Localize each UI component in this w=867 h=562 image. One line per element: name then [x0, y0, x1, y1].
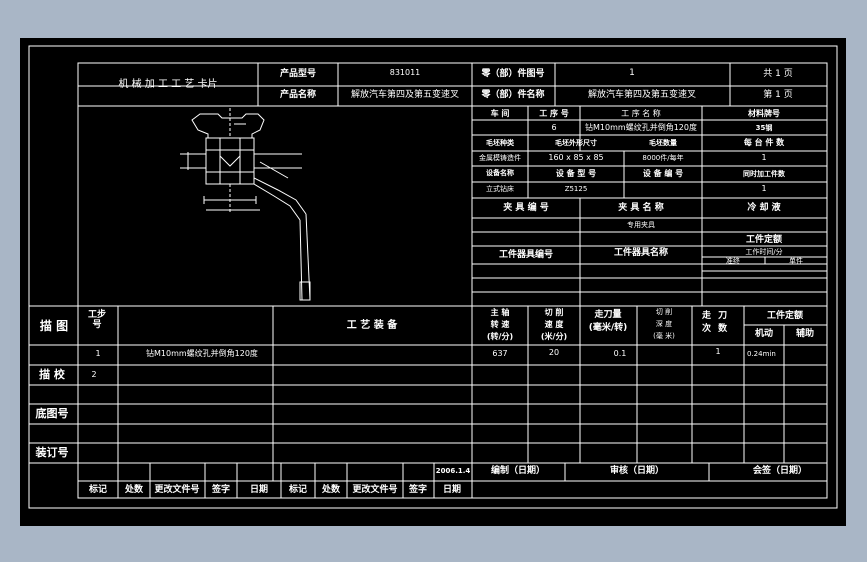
process-name-value: 钻M10mm螺纹孔并倒角120度: [585, 123, 697, 132]
tool-name-label: 工件器具名称: [613, 248, 669, 258]
step-1-feed: 0.1: [613, 349, 627, 358]
step-1-speed: 637: [492, 349, 508, 358]
workshop-label: 车 间: [490, 109, 510, 118]
material-label: 材料牌号: [748, 109, 780, 118]
countersign-label: 会签（日期）: [752, 466, 808, 476]
blank-size-value: 160 x 85 x 85: [548, 153, 604, 162]
aux-time-label: 辅助: [795, 329, 815, 339]
drawing-sheet: 机 械 加 工 工 艺 卡片 产品型号 831011 产品名称 解放汽车第四及第…: [20, 38, 846, 526]
step-1-no: 1: [95, 349, 101, 358]
process-no-value: 6: [551, 123, 557, 132]
speed-label-2: 转 速: [490, 320, 510, 329]
blank-type-label: 毛坯种类: [486, 139, 514, 147]
footer-change-doc-1: 更改文件号: [154, 485, 200, 495]
parts-per-machine-value: 1: [761, 153, 767, 162]
step-1-passes: 1: [715, 347, 721, 356]
blank-count-label: 毛坯数量: [649, 139, 677, 147]
tool-no-label: 工件器具编号: [498, 250, 554, 260]
coolant-label: 冷 却 液: [747, 203, 781, 213]
part-name-label: 零（部）件名称: [481, 90, 545, 100]
time-quota-label: 工件定额: [745, 235, 783, 245]
step-no-label: 工步号: [88, 310, 107, 330]
equipment-model-value: Z5125: [564, 185, 588, 193]
fixture-name-value: 专用夹具: [627, 221, 655, 229]
footer-date-2: 日期: [442, 485, 462, 495]
blank-size-label: 毛坯外形尺寸: [555, 139, 597, 147]
footer-change-doc-2: 更改文件号: [352, 485, 398, 495]
binding-no-label: 装订号: [35, 446, 69, 459]
depth-unit: (毫 米): [653, 332, 675, 340]
parts-per-machine-label: 每 台 件 数: [743, 138, 785, 147]
process-equipment-label: 工 艺 装 备: [346, 320, 398, 331]
check-label: 描 校: [39, 368, 65, 381]
footer-mark-1: 标记: [88, 485, 108, 495]
table-frame: [77, 62, 828, 499]
blank-type-value: 金属模铸造件: [479, 154, 521, 162]
part-name-value: 解放汽车第四及第五变速叉: [587, 90, 697, 100]
process-no-label: 工 序 号: [539, 109, 569, 118]
feed-unit: (毫米/转): [588, 323, 628, 333]
step-1-cut-speed: 20: [548, 348, 560, 357]
base-drawing-no-label: 底图号: [35, 407, 69, 420]
equipment-name-value: 立式钻床: [486, 185, 514, 193]
fixture-no-label: 夹 具 编 号: [503, 203, 549, 213]
speed-unit: (转/分): [486, 332, 514, 341]
footer-mark-2: 标记: [288, 485, 308, 495]
unit-label: 单件: [789, 257, 803, 265]
depth-label-1: 切 削: [655, 308, 673, 316]
process-name-label: 工 序 名 称: [621, 109, 661, 118]
footer-date-1: 日期: [249, 485, 269, 495]
step-1-machine-time: 0.24min: [747, 350, 776, 358]
single-time-label: 工作时间/分: [745, 248, 783, 256]
equipment-model-label: 设 备 型 号: [555, 169, 597, 178]
date-code: 2006.1.4: [435, 467, 471, 475]
fixture-name-label: 夹 具 名 称: [618, 203, 664, 213]
card-title: 机 械 加 工 工 艺 卡片: [118, 79, 218, 90]
passes-label-2: 次 数: [702, 324, 730, 334]
simul-parts-label: 同时加工件数: [743, 170, 785, 178]
footer-count-1: 处数: [124, 485, 144, 495]
part-no-label: 零（部）件图号: [481, 69, 545, 79]
compile-label: 编制（日期）: [490, 466, 546, 476]
cut-speed-label-2: 速 度: [544, 320, 564, 329]
cut-speed-label-1: 切 削: [544, 308, 564, 317]
prep-label: 准终: [726, 257, 740, 265]
sketch-label: 描 图: [39, 319, 69, 333]
review-label: 审核（日期）: [609, 466, 665, 476]
footer-signature-1: 签字: [211, 485, 231, 495]
machine-time-label: 机动: [754, 329, 774, 339]
material-value: 35钢: [755, 124, 773, 132]
feed-label: 走刀量: [594, 310, 622, 320]
product-model-value: 831011: [389, 68, 421, 77]
passes-label-1: 走 刀: [702, 311, 730, 321]
cut-speed-unit: (米/分): [540, 332, 568, 341]
equipment-name-label: 设备名称: [486, 169, 514, 177]
equipment-no-label: 设 备 编 号: [642, 169, 684, 178]
simul-parts-value: 1: [761, 184, 767, 193]
product-name-value: 解放汽车第四及第五变速叉: [350, 90, 460, 100]
product-name-label: 产品名称: [279, 90, 317, 100]
footer-signature-2: 签字: [408, 485, 428, 495]
blank-count-value: 8000件/每年: [642, 154, 684, 162]
depth-label-2: 深 度: [655, 320, 673, 328]
time-quota-header: 工件定额: [766, 311, 804, 321]
part-no-value: 1: [629, 68, 635, 78]
step-1-content: 钻M10mm螺纹孔并倒角120度: [146, 349, 258, 358]
speed-label-1: 主 轴: [490, 308, 510, 317]
footer-count-2: 处数: [321, 485, 341, 495]
step-2-no: 2: [91, 370, 97, 379]
inner-frame: [28, 45, 838, 509]
page-number: 第 1 页: [763, 90, 793, 100]
product-model-label: 产品型号: [279, 69, 317, 79]
total-pages: 共 1 页: [763, 69, 793, 79]
table-grid: [28, 45, 838, 509]
